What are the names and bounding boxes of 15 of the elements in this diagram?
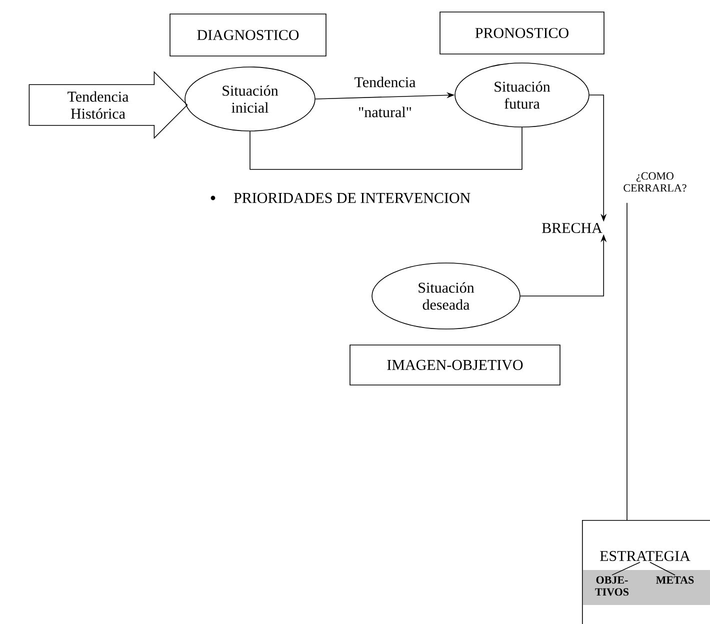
connector-line — [250, 127, 522, 170]
connector-line — [626, 202, 628, 520]
strategy-text: ESTRATEGIA — [600, 550, 690, 562]
connector-line — [612, 562, 640, 576]
title-box: DIAGNOSTICO — [170, 14, 326, 56]
edge-label: Tendencia "natural" — [354, 76, 416, 118]
gap-text: BRECHA — [542, 222, 602, 234]
title-box: PRONOSTICO — [440, 12, 604, 54]
strategy-box — [582, 520, 710, 624]
question-text: ¿COMO CERRARLA? — [624, 172, 686, 192]
connector-line — [650, 562, 676, 576]
title-box: IMAGEN-OBJETIVO — [350, 344, 560, 386]
goal-text: METAS — [656, 576, 694, 584]
objective-text: OBJE-TIVOS — [595, 576, 629, 596]
note-text: PRIORIDADES DE INTERVENCION — [234, 192, 470, 204]
